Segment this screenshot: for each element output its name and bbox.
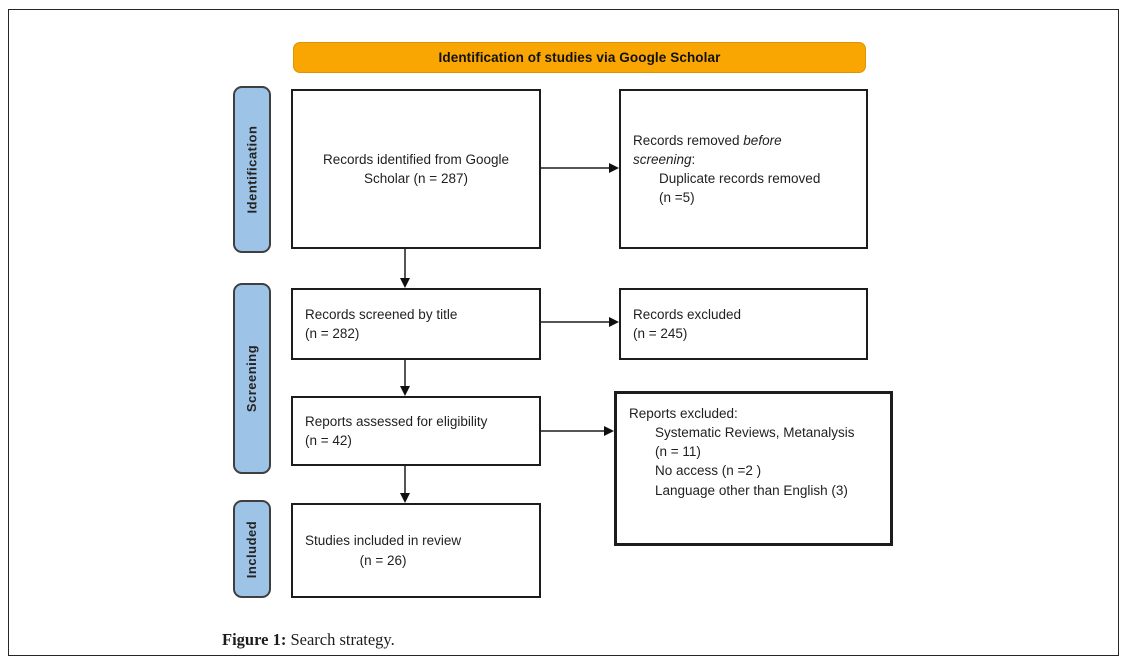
reports-excluded-item: No access (n =2 ) [655,463,762,479]
stage-label-text: Identification [244,125,260,214]
flow-arrow-right-screened-to-excluded [541,321,610,323]
records-removed-detail-2: (n =5) [659,190,695,206]
stage-label-text: Screening [244,344,260,413]
box-studies-included: Studies included in review (n = 26) [291,503,541,598]
figure-caption-label: Figure 1: [222,630,287,649]
reports-excluded-header: Reports excluded: [629,406,738,421]
box-records-removed-text: Records removed before screening: Duplic… [633,131,820,208]
flow-arrow-right-assessed-to-reports-excluded [541,430,605,432]
flow-arrow-down-identified-to-screened [404,249,406,279]
box-records-identified: Records identified from Google Scholar (… [291,89,541,249]
records-removed-italic-before: before [743,132,782,148]
records-removed-colon: : [691,151,696,167]
studies-included-line1: Studies included in review [305,533,462,549]
figure-caption: Figure 1: Search strategy. [222,630,395,650]
records-removed-detail-1: Duplicate records removed [659,171,821,186]
figure-frame [8,9,1119,656]
flow-arrow-right-identified-to-removed [541,167,610,169]
box-records-identified-text: Records identified from Google Scholar (… [322,151,510,186]
reports-excluded-item: Language other than English (3) [655,482,848,498]
records-removed-italic-screening: screening [633,151,692,167]
reports-excluded-item: (n = 11) [655,444,701,460]
box-reports-excluded: Reports excluded: Systematic Reviews, Me… [614,391,893,546]
box-records-screened: Records screened by title (n = 282) [291,288,541,360]
stage-label-included: Included [233,500,271,598]
box-records-removed: Records removed before screening: Duplic… [619,89,868,249]
box-records-screened-text: Records screened by title (n = 282) [305,306,458,341]
stage-label-text: Included [244,520,260,578]
banner: Identification of studies via Google Sch… [293,42,866,73]
box-reports-assessed: Reports assessed for eligibility (n = 42… [291,396,541,466]
box-records-excluded-text: Records excluded (n = 245) [633,306,742,341]
studies-included-line2: (n = 26) [359,552,407,568]
box-records-excluded: Records excluded (n = 245) [619,288,868,360]
flow-arrow-down-screened-to-assessed [404,360,406,387]
figure-caption-text: Search strategy. [286,630,395,649]
box-studies-included-text: Studies included in review (n = 26) [305,531,461,569]
reports-excluded-item: Systematic Reviews, Metanalysis [655,425,855,441]
flow-arrow-down-assessed-to-included [404,466,406,494]
stage-label-screening: Screening [233,283,271,474]
banner-title: Identification of studies via Google Sch… [438,50,721,65]
records-removed-prefix: Records removed [633,132,744,148]
box-reports-assessed-text: Reports assessed for eligibility (n = 42… [305,413,488,448]
stage-label-identification: Identification [233,86,271,253]
